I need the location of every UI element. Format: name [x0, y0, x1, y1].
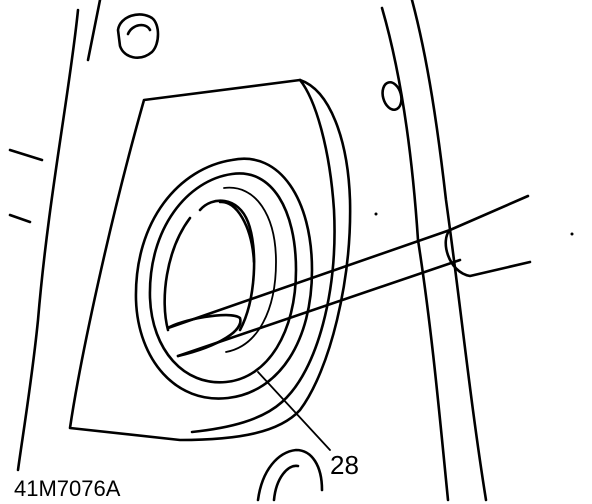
bore-inner-curve-b: [218, 200, 256, 264]
figure-code-label: 41M7076A: [14, 476, 121, 501]
screwdriver-handle-ferrule: [444, 228, 532, 278]
seal-housing-chamfer: [190, 78, 336, 434]
speck-mark: [374, 212, 378, 216]
casing-far-right-edge: [410, 0, 488, 502]
seal-housing-boss: [68, 78, 352, 442]
left-tick-lower: [8, 213, 32, 224]
seal-outer-lip: [134, 157, 314, 400]
screwdriver-handle-top: [448, 194, 530, 232]
casing-left-edge: [16, 8, 80, 472]
small-bolt-hole: [381, 80, 403, 112]
dowel-pin: [116, 13, 160, 59]
left-tick-upper: [8, 148, 44, 162]
callout-number-label: 28: [330, 450, 359, 480]
speck-mark: [570, 232, 574, 236]
bottom-boss: [256, 448, 324, 502]
screwdriver-tool: [166, 194, 532, 358]
seal-bore-edge: [223, 186, 277, 353]
callout-leader-line: [257, 371, 331, 451]
casing-upper-ridge: [86, 0, 102, 62]
screwdriver-shaft-top: [166, 228, 452, 330]
bore-inner-curve-a: [198, 199, 256, 332]
bore-inner-curve-c: [163, 216, 192, 332]
seal-inner-lip: [148, 172, 298, 384]
screwdriver-blade-tip: [166, 313, 242, 358]
